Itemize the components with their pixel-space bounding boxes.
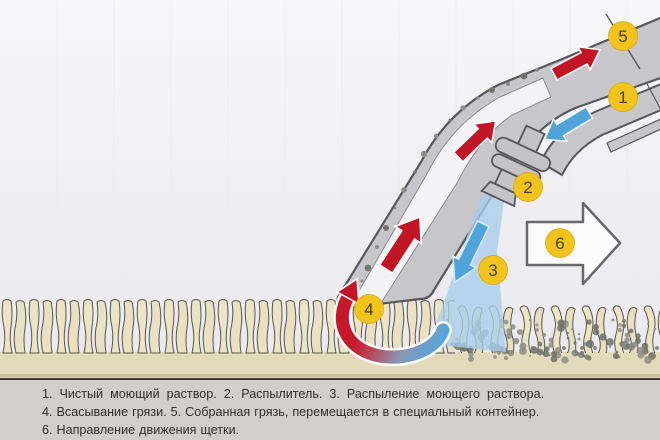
carpet-base-edge (0, 374, 660, 377)
clean-tube-joint-line (645, 81, 660, 110)
marker-4: 4 (354, 294, 384, 324)
dirt-specks (446, 318, 657, 364)
legend-panel: 1. Чистый моющий раствор. 2. Распылитель… (0, 378, 660, 440)
marker-1: 1 (608, 82, 638, 112)
sprayer-nozzle-flange (480, 180, 517, 208)
marker-6: 6 (545, 228, 575, 258)
curved-arrow-head (335, 277, 360, 306)
marker-5: 5 (608, 21, 638, 51)
clean-tube-lower-wall (606, 118, 660, 153)
legend-line-1: 1. Чистый моющий раствор. 2. Распылитель… (42, 387, 545, 401)
markers: 5 1 2 3 6 4 (354, 21, 638, 324)
carpet-fibers-clean (0, 296, 455, 354)
marker-2-label: 2 (523, 178, 532, 197)
marker-4-label: 4 (364, 300, 373, 319)
marker-3: 3 (478, 255, 508, 285)
marker-5-label: 5 (618, 27, 627, 46)
marker-6-label: 6 (555, 234, 564, 253)
dirt-suction-curved-arrow (333, 277, 452, 367)
marker-2: 2 (513, 172, 543, 202)
dirt-particles (354, 68, 539, 296)
legend-line-3: 6. Направление движения щетки. (42, 423, 240, 437)
legend-line-2: 4. Всасывание грязи. 5. Собранная грязь,… (42, 405, 540, 419)
carpet (0, 296, 660, 378)
carpet-base (0, 352, 660, 378)
sprayer-sleeve-upper (494, 136, 551, 173)
marker-3-label: 3 (488, 261, 497, 280)
marker-1-label: 1 (618, 88, 627, 107)
